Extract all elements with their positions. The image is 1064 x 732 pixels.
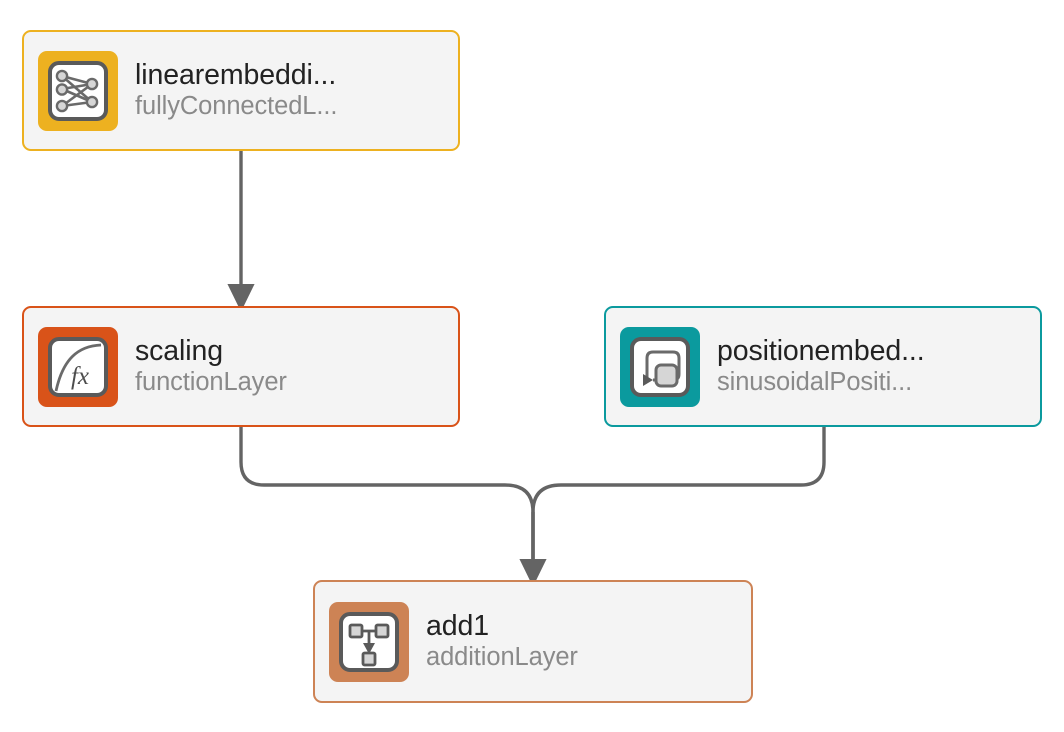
node-labels: linearembeddi... fullyConnectedL... bbox=[118, 60, 458, 120]
node-labels: positionembed... sinusoidalPositi... bbox=[700, 336, 1040, 396]
node-title: add1 bbox=[426, 611, 490, 642]
edge-scaling-to-add1 bbox=[239, 427, 535, 562]
node-subtitle: sinusoidalPositi... bbox=[717, 367, 913, 396]
node-title: scaling bbox=[135, 336, 224, 367]
fully-connected-layer-icon bbox=[38, 50, 118, 131]
node-linearembedding[interactable]: linearembeddi... fullyConnectedL... bbox=[22, 30, 460, 151]
function-layer-fx-icon: fx bbox=[38, 326, 118, 407]
node-scaling[interactable]: fx scaling functionLayer bbox=[22, 306, 460, 427]
svg-text:fx: fx bbox=[71, 363, 89, 390]
addition-layer-icon bbox=[329, 601, 409, 682]
node-subtitle: fullyConnectedL... bbox=[135, 91, 338, 120]
node-labels: scaling functionLayer bbox=[118, 336, 458, 396]
node-subtitle: additionLayer bbox=[426, 642, 578, 671]
node-labels: add1 additionLayer bbox=[409, 611, 751, 671]
node-positionembedding[interactable]: positionembed... sinusoidalPositi... bbox=[604, 306, 1042, 427]
node-subtitle: functionLayer bbox=[135, 367, 287, 396]
node-title: linearembeddi... bbox=[135, 60, 337, 91]
sinusoidal-position-embedding-icon bbox=[620, 326, 700, 407]
edge-positionembedding-to-add1 bbox=[531, 427, 826, 562]
node-add1[interactable]: add1 additionLayer bbox=[313, 580, 753, 703]
node-title: positionembed... bbox=[717, 336, 925, 367]
